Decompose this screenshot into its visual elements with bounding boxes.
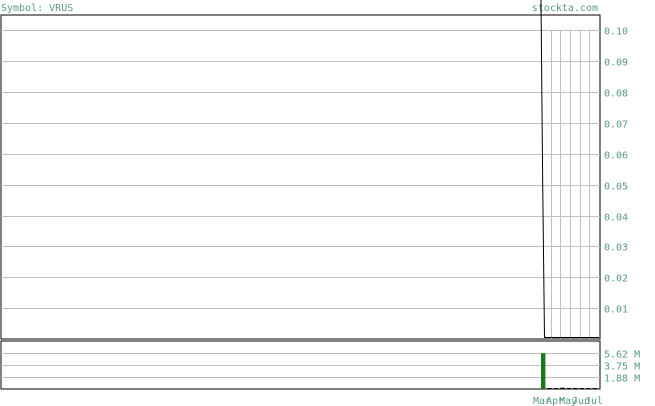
- price-tick-label: 0.02: [604, 274, 628, 285]
- volume-grid: [1, 353, 600, 378]
- volume-tick-label: 5.62 M: [604, 350, 640, 361]
- volume-tick-label: 3.75 M: [604, 362, 640, 373]
- volume-bar: [592, 388, 597, 389]
- price-tick-label: 0.09: [604, 58, 628, 69]
- x-month-label: Jul: [585, 396, 603, 406]
- price-panel: 0.10 0.09 0.08 0.07 0.06 0.05 0.04 0.03 0.02 0.01: [0, 0, 628, 340]
- price-line: [540, 0, 599, 338]
- price-tick-label: 0.04: [604, 213, 628, 224]
- volume-tick-label: 1.88 M: [604, 374, 640, 385]
- volume-bars: [541, 353, 597, 389]
- x-month-label: Mar: [533, 396, 551, 406]
- volume-bar: [553, 388, 559, 389]
- volume-y-ticks: 5.62 M3.75 M1.88 M: [604, 350, 640, 385]
- volume-bar: [560, 387, 565, 389]
- price-tick-label: 0.06: [604, 151, 628, 162]
- volume-bar: [541, 353, 546, 389]
- price-tick-label: 0.08: [604, 89, 628, 100]
- symbol-label: Symbol: VRUS: [1, 3, 73, 14]
- x-month-label: Apr: [546, 396, 564, 406]
- volume-bar: [586, 388, 591, 389]
- price-tick-label: 0.07: [604, 120, 628, 131]
- volume-panel: 5.62 M3.75 M1.88 M: [0, 340, 640, 390]
- price-panel-frame: [0, 14, 601, 340]
- price-tick-label: 0.10: [604, 27, 628, 38]
- volume-bar: [566, 388, 572, 389]
- price-tick-label: 0.03: [604, 243, 628, 254]
- volume-bar: [547, 388, 552, 389]
- price-vertical-grid: [551, 30, 590, 339]
- x-month-label: Jun: [572, 396, 590, 406]
- price-tick-label: 0.05: [604, 182, 628, 193]
- price-y-ticks: 0.10 0.09 0.08 0.07 0.06 0.05 0.04 0.03 0.02 0.01: [604, 27, 628, 316]
- x-month-label: May: [559, 396, 577, 406]
- price-tick-label: 0.01: [604, 305, 628, 316]
- site-label: stockta.com: [532, 3, 598, 14]
- volume-bar: [573, 388, 578, 389]
- price-grid: [1, 30, 600, 309]
- volume-bar: [579, 388, 585, 389]
